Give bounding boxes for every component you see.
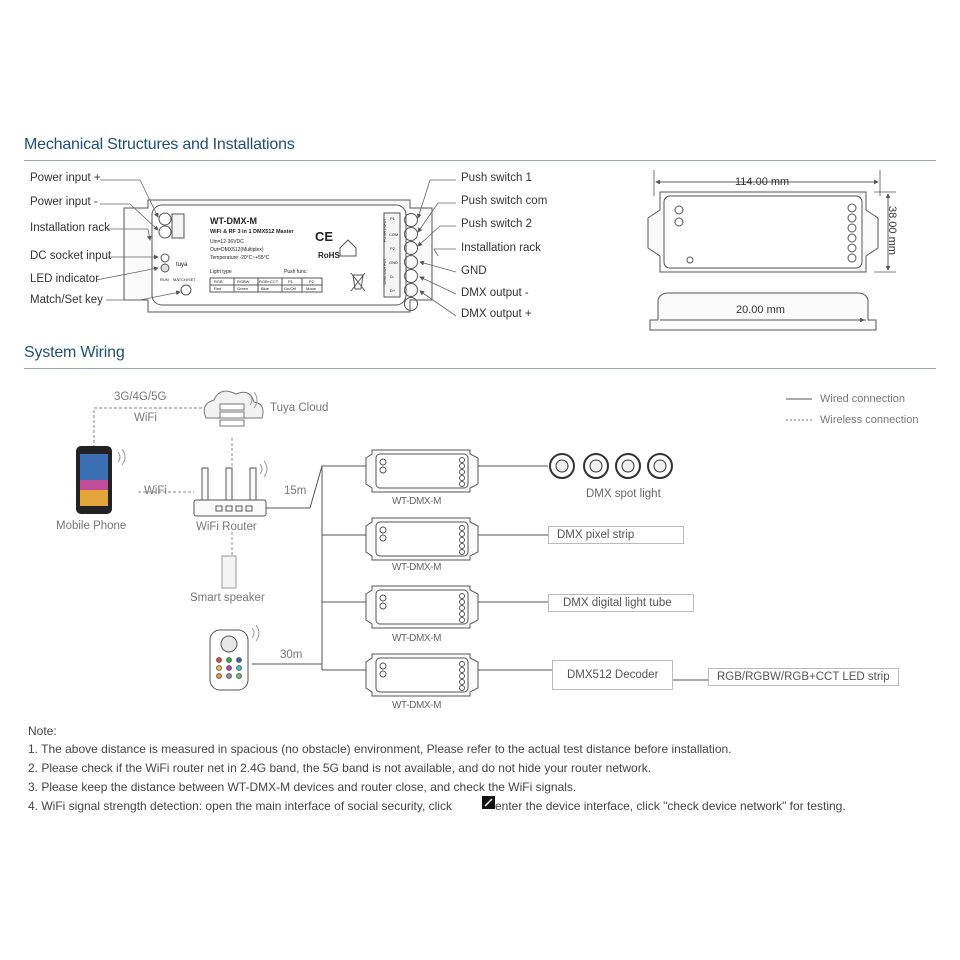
device-match-label: MATCH/SET	[173, 277, 196, 282]
device-run-label: RUN	[160, 277, 169, 282]
label-led-indicator: LED indicator	[30, 273, 100, 285]
dimension-width: 38.00 mm	[886, 206, 898, 255]
light-type-cell: RGB+CCT	[259, 279, 279, 284]
controller-label: WT-DMX-M	[392, 633, 442, 644]
light-type-cell: RGB	[214, 279, 223, 284]
led-strip-box: RGB/RGBW/RGB+CCT LED strip	[708, 668, 899, 686]
push-func-cell: Mode	[306, 286, 317, 291]
note-item-continued: enter the device interface, click "check…	[495, 799, 846, 813]
label-match-set-key: Match/Set key	[30, 294, 103, 306]
label-installation-rack-left: Installation rack	[30, 222, 110, 234]
mobile-phone-icon	[76, 446, 112, 514]
device-front-view	[123, 199, 433, 313]
push-func-cell: On/Off	[284, 286, 296, 291]
rohs-mark: RoHS	[318, 251, 340, 260]
rf-remote-icon	[209, 629, 249, 691]
label-dc-socket: DC socket input	[30, 250, 112, 262]
dmx-spot-light-icon	[549, 453, 673, 479]
note-item: 1. The above distance is measured in spa…	[28, 742, 732, 756]
dmx-light-tube-box: DMX digital light tube	[548, 594, 694, 612]
section-title-mechanical: Mechanical Structures and Installations	[24, 136, 295, 153]
device-push-input-label: PUSH INPUT	[382, 218, 387, 243]
label-push-switch-com: Push switch com	[461, 195, 548, 207]
label-tuya-cloud: Tuya Cloud	[270, 402, 329, 414]
tuya-logo: tuya	[176, 262, 188, 268]
device-spec-output: Out=DMX512(Multiplex)	[210, 247, 264, 253]
label-wifi-top: WiFi	[134, 412, 157, 424]
label-wifi-mid: WiFi	[144, 485, 167, 497]
terminal-label: D+	[390, 288, 396, 293]
dimension-length: 114.00 mm	[735, 176, 790, 188]
note-title: Note:	[28, 724, 57, 738]
device-spec-input: Uin=12-36VDC	[210, 239, 244, 245]
wifi-router-icon	[193, 467, 267, 517]
device-spec-temperature: Temperature:-20°C~+55°C	[210, 255, 270, 261]
dmx-pixel-strip-box: DMX pixel strip	[548, 526, 684, 544]
device-push-func-label: Push func:	[284, 269, 308, 275]
device-top-dimension-view	[647, 191, 879, 273]
note-item: 4. WiFi signal strength detection: open …	[28, 799, 452, 813]
wifi-signal-icon	[117, 391, 268, 642]
controller-label: WT-DMX-M	[392, 496, 442, 507]
label-gnd: GND	[461, 265, 487, 277]
label-wifi-router: WiFi Router	[196, 521, 257, 533]
label-installation-rack-right: Installation rack	[461, 242, 541, 254]
push-func-cell: P2	[309, 279, 314, 284]
device-subtitle: WiFi & RF 3 in 1 DMX512 Master	[210, 229, 294, 235]
light-type-cell: Blue	[261, 286, 270, 291]
dmx512-decoder-box: DMX512 Decoder	[552, 660, 674, 690]
label-cellular: 3G/4G/5G	[114, 391, 167, 403]
weee-bin-icon	[352, 274, 364, 290]
terminal-label: P1	[390, 216, 395, 221]
label-dmx-spot-light: DMX spot light	[586, 488, 661, 500]
ce-mark: CE	[315, 229, 334, 244]
device-light-type-label: Light type	[210, 269, 232, 275]
light-type-cell: RGBW	[237, 279, 250, 284]
device-model-name: WT-DMX-M	[210, 216, 257, 226]
label-smart-speaker: Smart speaker	[190, 592, 265, 604]
terminal-label: COM	[389, 232, 399, 237]
smart-speaker-icon	[221, 555, 237, 589]
section-title-wiring: System Wiring	[24, 344, 125, 361]
terminal-label: GND	[389, 260, 398, 265]
section-divider	[24, 368, 936, 369]
light-type-cell: Green	[237, 286, 249, 291]
label-dmx-output-minus: DMX output -	[461, 287, 529, 299]
controller-label: WT-DMX-M	[392, 700, 442, 711]
label-distance-15m: 15m	[284, 485, 307, 497]
terminal-label: P2	[390, 246, 395, 251]
label-mobile-phone: Mobile Phone	[56, 520, 127, 532]
section-divider	[24, 160, 936, 161]
dimension-height: 20.00 mm	[736, 304, 785, 316]
cloud-icon	[203, 390, 264, 427]
label-dmx-output-plus: DMX output +	[461, 308, 532, 320]
legend-wireless-label: Wireless connection	[820, 414, 919, 426]
label-distance-30m: 30m	[280, 649, 303, 661]
label-push-switch-2: Push switch 2	[461, 218, 532, 230]
terminal-label: D-	[390, 274, 395, 279]
light-type-cell: Red	[214, 286, 222, 291]
label-push-switch-1: Push switch 1	[461, 172, 532, 184]
indoor-use-icon	[339, 239, 357, 257]
note-item: 3. Please keep the distance between WT-D…	[28, 780, 577, 794]
push-func-cell: P1	[288, 279, 293, 284]
controller-units	[365, 449, 479, 697]
note-item: 2. Please check if the WiFi router net i…	[28, 761, 652, 775]
legend-wired-label: Wired connection	[820, 393, 905, 405]
label-power-input-plus: Power input +	[30, 172, 101, 184]
device-dmx-output-label: DMX OUTPUT	[382, 258, 387, 285]
controller-label: WT-DMX-M	[392, 562, 442, 573]
label-power-input-minus: Power input -	[30, 196, 98, 208]
